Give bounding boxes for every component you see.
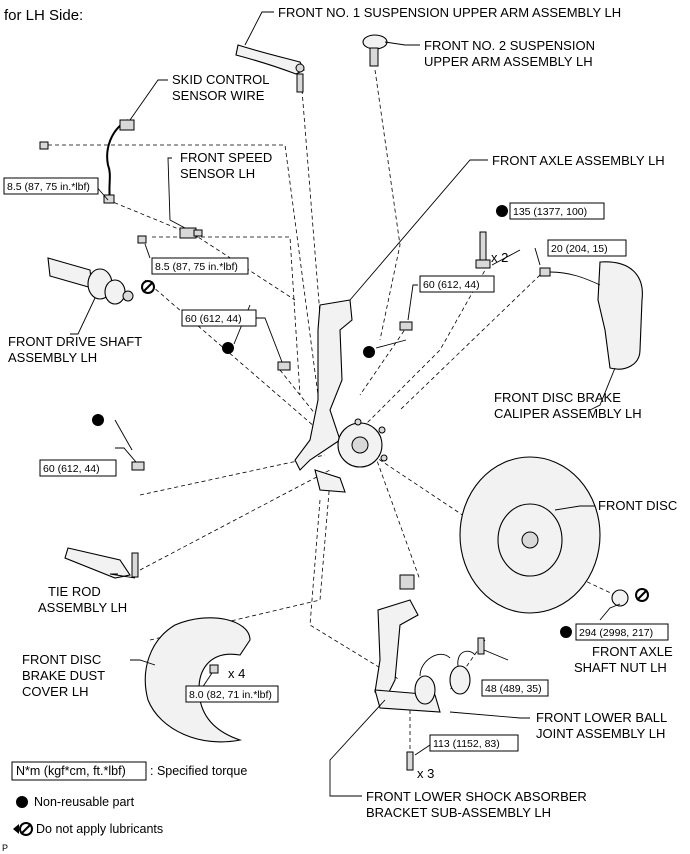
torque-value: 48 (489, 35) [485,683,542,695]
torque-box-upper-60: 60 (612, 44) [419,275,495,293]
label-front-disc: FRONT DISC [598,498,677,513]
legend-torque-units: N*m (kgf*cm, ft.*lbf) [16,764,126,778]
nonreusable-dot [363,346,375,358]
nonreusable-dot [560,626,572,638]
label-dust-cover-line1: FRONT DISC [22,652,101,667]
label-tie-rod-line1: TIE ROD [48,584,101,599]
torque-value: 20 (204, 15) [551,243,608,255]
label-upper-arm-no1: FRONT NO. 1 SUSPENSION UPPER ARM ASSEMBL… [278,5,621,20]
torque-box-nut-294: 294 (2998, 217) [560,623,669,641]
nonreusable-dot [222,342,234,354]
torque-value: 60 (612, 44) [43,463,100,475]
label-drive-shaft-line2: ASSEMBLY LH [8,350,97,365]
quantity-x2: x 2 [491,250,508,265]
torque-value: 135 (1377, 100) [513,206,587,218]
torque-box-tierod-60: 60 (612, 44) [39,459,117,477]
torque-box-cover-8: 8.0 (82, 71 in.*lbf) [185,685,279,703]
torque-box-caliper-20: 20 (204, 15) [547,239,627,257]
front-speed-sensor-part [137,227,203,244]
legend-torque-desc: : Specified torque [150,764,247,778]
knuckle-nut-60-part [222,342,291,371]
legend-nonreusable: Non-reusable part [34,795,135,809]
label-skid-sensor-line1: SKID CONTROL [172,72,270,87]
label-shock-bracket-line1: FRONT LOWER SHOCK ABSORBER [366,789,587,804]
label-caliper-line2: CALIPER ASSEMBLY LH [494,406,642,421]
upper-arm-no2-part [362,34,388,67]
label-axle-assembly: FRONT AXLE ASSEMBLY LH [492,153,665,168]
side-heading: for LH Side: [4,7,83,24]
footer-mark: P [2,843,8,853]
axle-shaft-nut-part [611,588,649,607]
torque-box-shock-113: 113 (1152, 83) [429,734,519,752]
torque-box-skid: 8.5 (87, 75 in.*lbf) [3,177,99,195]
drive-shaft-part [47,257,155,305]
upper-nut-60-part [363,321,413,358]
torque-value: 8.5 (87, 75 in.*lbf) [155,261,238,273]
label-drive-shaft-line1: FRONT DRIVE SHAFT [8,334,142,349]
torque-value: 8.5 (87, 75 in.*lbf) [7,181,90,193]
label-speed-sensor-line1: FRONT SPEED [180,150,272,165]
label-shock-bracket-line2: BRACKET SUB-ASSEMBLY LH [366,805,551,820]
quantity-x4: x 4 [228,666,245,681]
nonreusable-legend-icon [16,796,28,808]
nonreusable-dot [496,205,508,217]
label-dust-cover-line3: COVER LH [22,684,88,699]
label-speed-sensor-line2: SENSOR LH [180,166,255,181]
front-disc-part [459,456,601,614]
label-upper-arm-no2-line2: UPPER ARM ASSEMBLY LH [424,54,593,69]
label-axle-nut-line1: FRONT AXLE [592,644,673,659]
label-axle-nut-line2: SHAFT NUT LH [574,660,667,675]
label-tie-rod-line2: ASSEMBLY LH [38,600,127,615]
upper-bolt-135-part [475,205,508,269]
upper-arm-no1-part [235,44,305,93]
tierod-nut-60-part [92,414,145,471]
torque-value: 60 (612, 44) [185,313,242,325]
torque-value: 60 (612, 44) [423,279,480,291]
label-skid-sensor-line2: SENSOR WIRE [172,88,265,103]
nonreusable-dot [92,414,104,426]
legend: N*m (kgf*cm, ft.*lbf) : Specified torque… [11,761,247,836]
label-ball-joint-line2: JOINT ASSEMBLY LH [536,726,665,741]
torque-value: 8.0 (82, 71 in.*lbf) [189,689,272,701]
torque-value: 294 (2998, 217) [579,627,653,639]
torque-box-speed: 8.5 (87, 75 in.*lbf) [151,257,249,275]
label-dust-cover-line2: BRAKE DUST [22,668,105,683]
torque-box-upper-135: 135 (1377, 100) [509,202,605,220]
label-ball-joint-line1: FRONT LOWER BALL [536,710,667,725]
torque-value: 113 (1152, 83) [433,738,500,750]
legend-no-lubricant: Do not apply lubricants [36,822,163,836]
quantity-x3: x 3 [417,766,434,781]
label-caliper-line1: FRONT DISC BRAKE [494,390,621,405]
label-upper-arm-no2-line1: FRONT NO. 2 SUSPENSION [424,38,595,53]
no-lubricant-legend-icon [13,822,33,836]
skid-control-sensor-wire-part [39,119,135,204]
dust-cover-part [144,617,251,743]
no-lubricant-icon [141,280,155,294]
front-axle-knuckle-part [294,299,388,493]
lower-ball-joint-part [414,637,485,705]
no-lubricant-icon [635,588,649,602]
brake-caliper-part [539,261,643,370]
torque-box-knuckle-60: 60 (612, 44) [181,309,257,327]
tie-rod-part [64,547,139,579]
torque-box-lower-48: 48 (489, 35) [481,679,549,697]
